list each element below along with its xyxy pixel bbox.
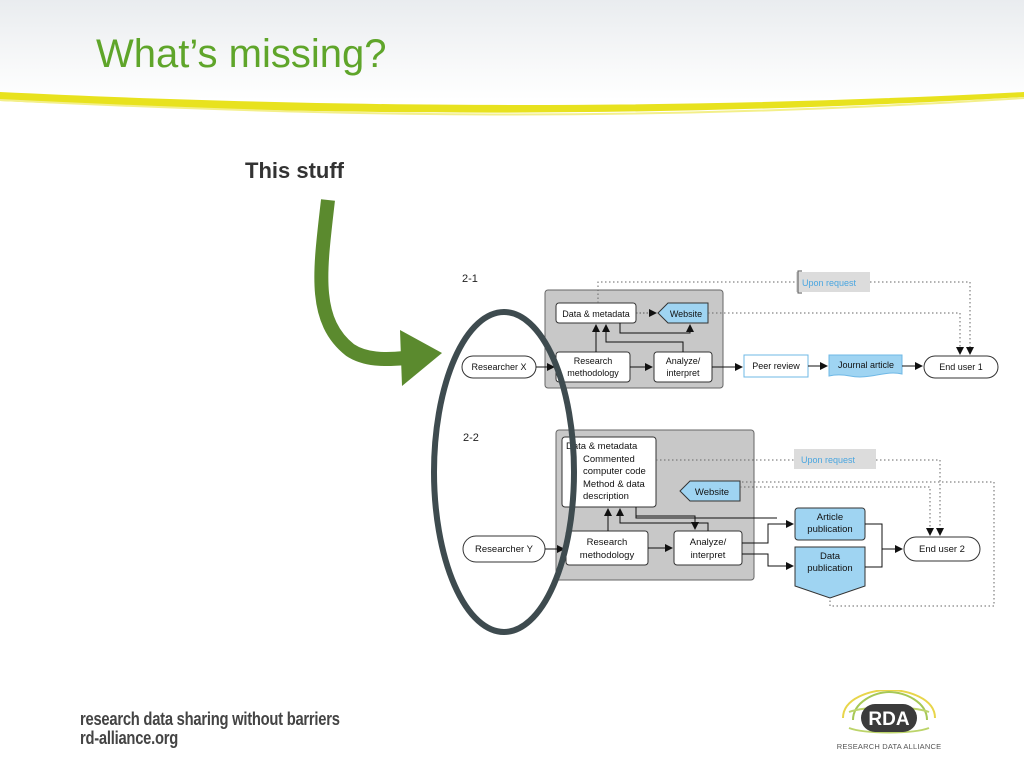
svg-text:interpret: interpret (666, 368, 700, 378)
svg-text:publication: publication (807, 524, 852, 535)
diagram-label-2-2: 2-2 (463, 432, 479, 444)
svg-text:Data & metadata: Data & metadata (562, 309, 630, 319)
footer-url-link[interactable]: rd-alliance.org (80, 728, 179, 748)
analyze-node-1 (653, 351, 713, 383)
svg-text:Website: Website (670, 309, 702, 319)
svg-text:methodology: methodology (567, 368, 619, 378)
svg-text:End user 1: End user 1 (939, 362, 983, 372)
journal-article-node (828, 354, 903, 378)
analyze-node-2 (673, 530, 743, 566)
upon-request-label-2: Upon request (801, 455, 856, 465)
svg-text:End user 2: End user 2 (919, 544, 965, 555)
upon-request-label-1: Upon request (802, 278, 857, 288)
svg-text:Journal article: Journal article (838, 360, 894, 370)
svg-text:computer code: computer code (583, 466, 646, 477)
svg-text:Method & data: Method & data (583, 479, 646, 490)
process-panel-1 (544, 289, 724, 389)
end-user-1-node (923, 355, 999, 379)
upon-request-badge-1: Upon request (796, 270, 870, 294)
green-arrow-icon (314, 199, 442, 386)
tagline-text: research data sharing without barriers (80, 709, 340, 729)
methodology-node-1 (555, 351, 631, 383)
website-node-1 (657, 302, 709, 324)
svg-text:Article: Article (817, 512, 843, 523)
svg-text:Analyze/: Analyze/ (666, 356, 701, 366)
data-publication-node (794, 546, 866, 599)
header-swoosh (0, 92, 1024, 116)
data-metadata-node-1 (555, 302, 637, 324)
end-user-2-node (903, 536, 981, 562)
svg-text:Research: Research (587, 537, 628, 548)
svg-text:Analyze/: Analyze/ (690, 537, 727, 548)
svg-text:description: description (583, 491, 629, 502)
peer-review-node (743, 354, 809, 378)
svg-text:Peer review: Peer review (752, 361, 800, 371)
process-panel-2 (555, 429, 755, 581)
svg-text:Website: Website (695, 487, 729, 498)
svg-text:Researcher Y: Researcher Y (475, 544, 534, 555)
website-node-2 (679, 480, 741, 502)
upon-request-badge-2: Upon request (794, 449, 876, 469)
svg-text:methodology: methodology (580, 550, 635, 561)
svg-text:Data: Data (820, 551, 841, 562)
footer-tagline: research data sharing without barriers r… (80, 710, 340, 748)
svg-text:Research: Research (574, 356, 613, 366)
svg-text:RDA: RDA (868, 709, 909, 730)
svg-text:Commented: Commented (583, 454, 635, 465)
svg-text:Data & metadata: Data & metadata (566, 441, 638, 452)
svg-text:RESEARCH DATA ALLIANCE: RESEARCH DATA ALLIANCE (837, 742, 942, 751)
article-publication-node (794, 507, 866, 541)
svg-text:publication: publication (807, 563, 852, 574)
methodology-node-2 (565, 530, 649, 566)
rda-logo-icon: RDA RESEARCH DATA ALLIANCE (837, 690, 942, 751)
researcher-y-node (462, 535, 546, 563)
slide-title: What’s missing? (96, 32, 387, 76)
callout-label: This stuff (245, 158, 344, 183)
data-metadata-node-2 (561, 436, 657, 508)
svg-text:interpret: interpret (691, 550, 726, 561)
